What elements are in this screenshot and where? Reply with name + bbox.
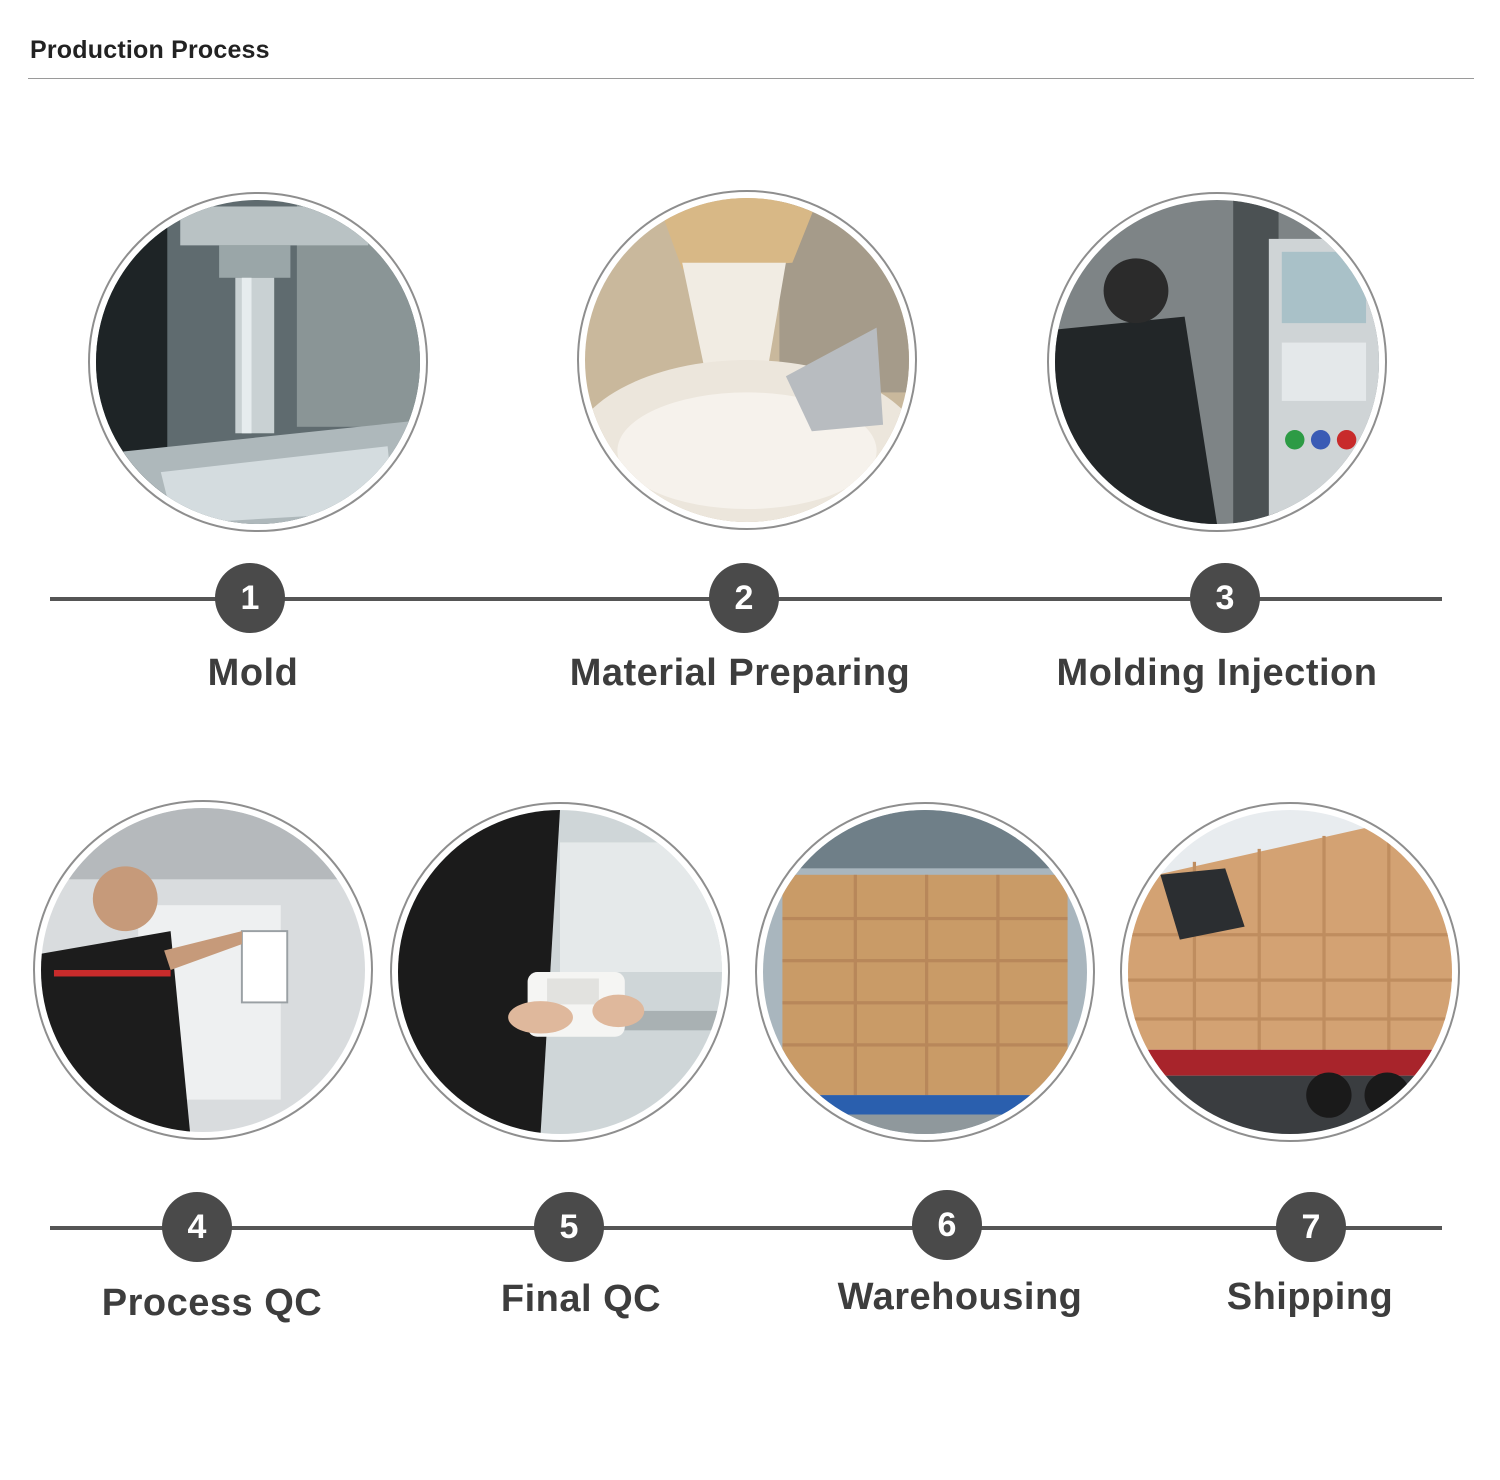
step-3-label: Molding Injection [1056, 652, 1378, 694]
header-divider [28, 78, 1474, 79]
step-6-label: Warehousing [837, 1276, 1083, 1318]
step-6-badge: 6 [912, 1190, 982, 1260]
step-7-label: Shipping [1226, 1276, 1394, 1318]
step-3-badge: 3 [1190, 563, 1260, 633]
photo-molding-injection [1047, 192, 1387, 532]
step-7-badge: 7 [1276, 1192, 1346, 1262]
step-5-badge: 5 [534, 1192, 604, 1262]
step-2-badge: 2 [709, 563, 779, 633]
step-5-label: Final QC [500, 1278, 662, 1320]
photo-mold [88, 192, 428, 532]
step-1-badge: 1 [215, 563, 285, 633]
photo-process-qc [33, 800, 373, 1140]
photo-warehousing [755, 802, 1095, 1142]
photo-shipping [1120, 802, 1460, 1142]
photo-final-qc [390, 802, 730, 1142]
step-1-label: Mold [207, 652, 299, 694]
step-4-label: Process QC [101, 1282, 323, 1324]
timeline-row-2 [50, 1226, 1442, 1230]
step-2-label: Material Preparing [569, 652, 911, 694]
page-title: Production Process [30, 36, 270, 64]
photo-material-preparing [577, 190, 917, 530]
step-4-badge: 4 [162, 1192, 232, 1262]
